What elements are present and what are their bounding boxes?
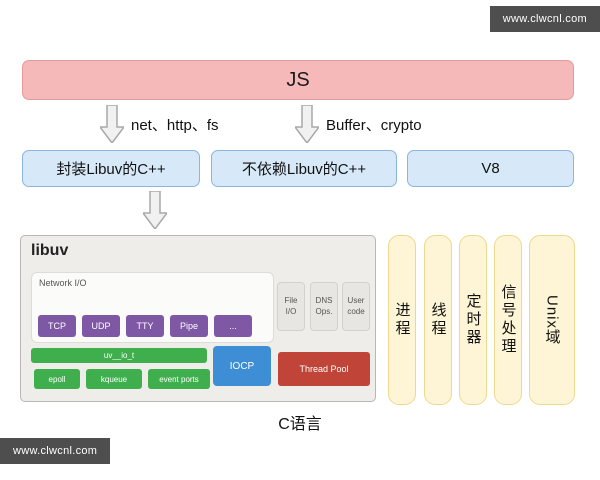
side-box-line: DNS (315, 296, 333, 306)
vertical-box-process: 进程 (388, 235, 416, 405)
handle-udp: UDP (82, 315, 120, 337)
v8-box: V8 (407, 150, 574, 187)
down-arrow-icon (295, 105, 319, 143)
side-box-line: User (347, 296, 365, 306)
dns-ops-box: DNS Ops. (310, 282, 338, 331)
iocp-box: IOCP (213, 346, 271, 386)
flow-label-buffer-crypto: Buffer、crypto (326, 117, 422, 134)
uv-io-t-bar: uv__io_t (31, 348, 207, 363)
handle-pipe: Pipe (170, 315, 208, 337)
vertical-box-timer: 定时器 (459, 235, 487, 405)
cpp-wrap-libuv-box: 封装Libuv的C++ (22, 150, 200, 187)
side-box-line: Ops. (315, 306, 333, 316)
down-arrow-icon (143, 191, 167, 229)
side-box-line: code (347, 306, 365, 316)
poller-kqueue: kqueue (86, 369, 142, 389)
vertical-box-thread: 线程 (424, 235, 452, 405)
c-language-label: C语言 (278, 416, 322, 433)
cpp-no-libuv-box: 不依赖Libuv的C++ (211, 150, 397, 187)
thread-pool-box: Thread Pool (278, 352, 370, 386)
poller-epoll: epoll (34, 369, 80, 389)
libuv-title: libuv (31, 242, 69, 259)
file-io-box: File I/O (277, 282, 305, 331)
watermark-bottom: www.clwcnl.com (0, 438, 111, 464)
down-arrow-icon (100, 105, 124, 143)
handle-more: ... (214, 315, 252, 337)
handle-tcp: TCP (38, 315, 76, 337)
js-layer-box: JS (22, 60, 574, 100)
poller-event-ports: event ports (148, 369, 210, 389)
watermark-top: www.clwcnl.com (489, 6, 600, 32)
user-code-box: User code (342, 282, 370, 331)
network-io-label: Network I/O (39, 278, 87, 288)
network-io-group: Network I/O TCP UDP TTY Pipe ... (31, 272, 274, 343)
flow-label-net-http-fs: net、http、fs (131, 117, 219, 134)
side-box-line: File (284, 296, 298, 306)
vertical-box-unix-domain: Unix域 (529, 235, 575, 405)
libuv-architecture-panel: libuv Network I/O TCP UDP TTY Pipe ... F… (20, 235, 376, 402)
side-box-line: I/O (285, 306, 297, 316)
vertical-box-signal: 信号处理 (494, 235, 522, 405)
handle-tty: TTY (126, 315, 164, 337)
